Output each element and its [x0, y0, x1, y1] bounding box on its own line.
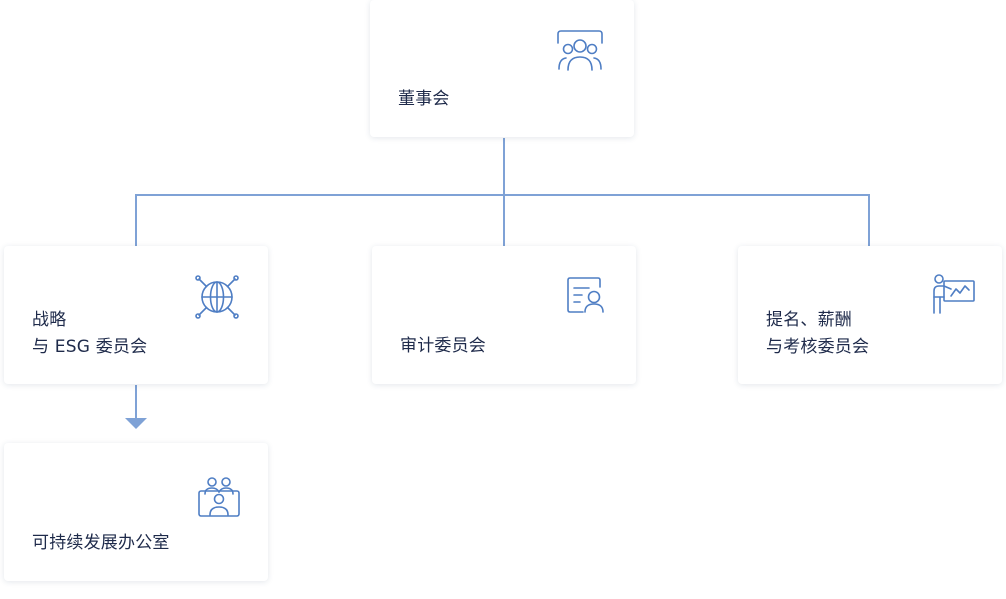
strategy-label-line2: 与 ESG 委员会 — [32, 337, 148, 357]
sustainability-office-label: 可持续发展办公室 — [32, 533, 170, 553]
connector-strategy-down — [135, 194, 137, 246]
document-person-icon — [565, 275, 605, 315]
board-card: 董事会 — [370, 0, 634, 137]
arrow-down-icon — [125, 418, 147, 429]
board-label: 董事会 — [398, 89, 450, 109]
audit-committee-label: 审计委员会 — [400, 336, 486, 356]
connector-audit-down — [503, 194, 505, 246]
audit-committee-card: 审计委员会 — [372, 246, 636, 384]
connector-nomination-down — [868, 194, 870, 246]
nomination-label-line2: 与考核委员会 — [766, 337, 870, 357]
presenter-chart-icon — [931, 273, 977, 315]
strategy-label-line1: 战略 — [32, 310, 67, 330]
group-people-icon — [555, 29, 605, 73]
strategy-esg-committee-label: 战略 与 ESG 委员会 — [32, 307, 147, 361]
sustainability-office-card: 可持续发展办公室 — [4, 443, 268, 581]
nomination-label-line1: 提名、薪酬 — [766, 310, 852, 330]
nomination-committee-card: 提名、薪酬 与考核委员会 — [738, 246, 1002, 384]
connector-strategy-to-office — [135, 385, 137, 419]
connector-horizontal — [135, 194, 870, 196]
strategy-esg-committee-card: 战略 与 ESG 委员会 — [4, 246, 268, 384]
nomination-committee-label: 提名、薪酬 与考核委员会 — [766, 307, 869, 361]
connector-board-down — [503, 138, 505, 196]
globe-network-icon — [194, 274, 240, 320]
team-people-icon — [197, 474, 241, 518]
